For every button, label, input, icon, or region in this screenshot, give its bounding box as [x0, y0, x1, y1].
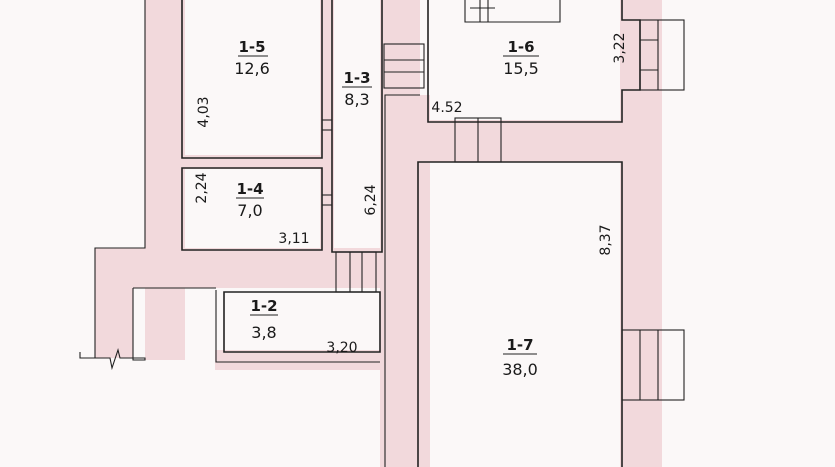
room-id-1-3: 1-3	[343, 69, 370, 87]
room-area-1-2: 3,8	[251, 323, 276, 342]
dim-1-4-height: 2,24	[194, 172, 210, 203]
room-outline-1-5	[181, 0, 323, 159]
dim-1-2-width: 3,20	[326, 340, 357, 356]
dimension-labels: 4,03 3,22 4.52 2,24 3,11 6,24 8,37 3,20	[194, 32, 628, 356]
dim-1-7-height: 8,37	[598, 224, 614, 255]
entry-outline	[79, 0, 146, 359]
room-id-1-5: 1-5	[238, 38, 265, 56]
room-outline-1-2	[223, 291, 381, 353]
room-id-1-7: 1-7	[506, 336, 533, 354]
room-outline-1-6	[427, 0, 641, 123]
room-labels: 1-5 12,6 1-3 8,3 1-6 15,5 1-4 7,0 1-2 3,…	[234, 38, 539, 379]
room-id-1-6: 1-6	[507, 38, 534, 56]
room-outline-1-4	[181, 167, 323, 251]
room-outline-1-7	[417, 161, 623, 467]
room-area-1-7: 38,0	[502, 360, 538, 379]
dim-1-3-height: 6,24	[363, 184, 379, 215]
wall-fills	[95, 0, 662, 467]
room-outlines	[79, 0, 641, 467]
room-id-1-2: 1-2	[250, 297, 277, 315]
room-area-1-3: 8,3	[344, 90, 369, 109]
room-area-1-5: 12,6	[234, 59, 270, 78]
room-area-1-6: 15,5	[503, 59, 539, 78]
dim-1-6-width: 4.52	[431, 100, 462, 116]
dim-1-5-height: 4,03	[196, 96, 212, 127]
dim-1-4-width: 3,11	[278, 231, 309, 247]
room-id-1-4: 1-4	[236, 180, 263, 198]
dim-1-6-height: 3,22	[612, 32, 628, 63]
openings	[322, 0, 685, 401]
room-area-1-4: 7,0	[237, 201, 262, 220]
